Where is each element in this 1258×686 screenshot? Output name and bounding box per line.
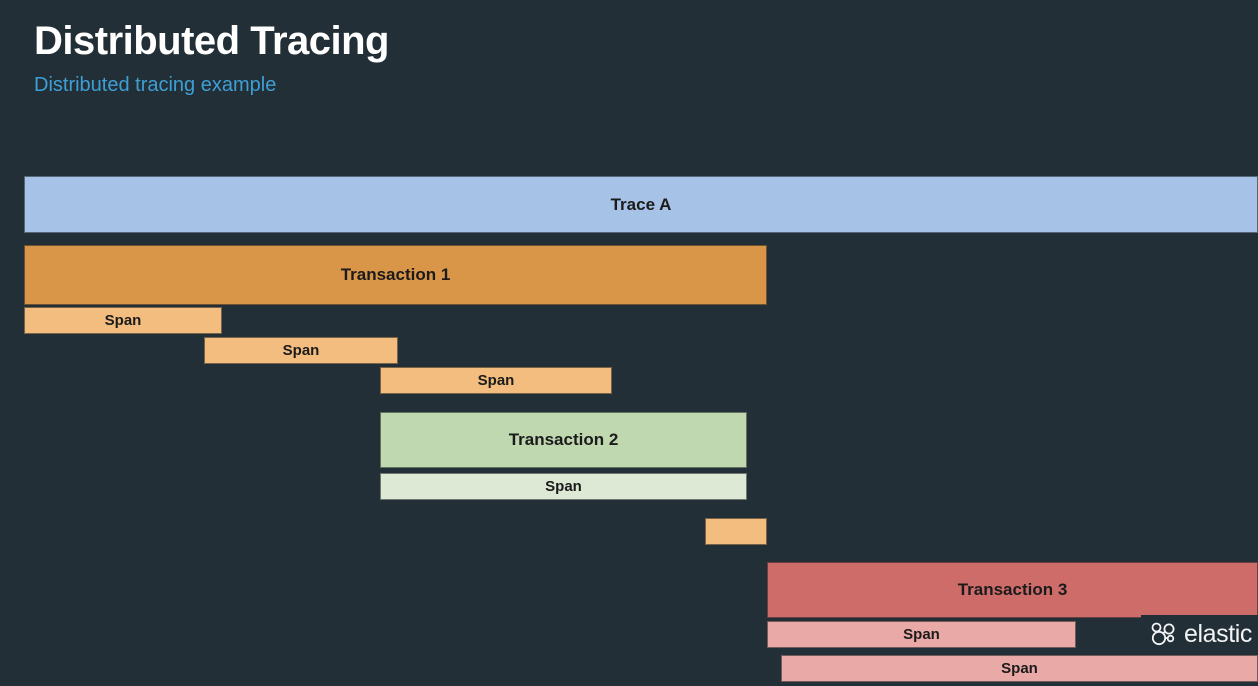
bar-label: Span xyxy=(477,372,515,389)
page-subtitle: Distributed tracing example xyxy=(34,74,277,96)
transaction-bar[interactable]: Transaction 3 xyxy=(767,562,1258,618)
transaction-bar[interactable]: Transaction 2 xyxy=(380,412,747,468)
span-bar[interactable]: Span xyxy=(781,655,1258,682)
bar-label: Span xyxy=(903,626,940,643)
transaction-bar[interactable]: Transaction 1 xyxy=(24,245,767,305)
span-bar[interactable]: Span xyxy=(380,367,612,394)
bar-label: Span xyxy=(104,312,142,329)
bar-label: Span xyxy=(282,342,320,359)
elastic-cluster-icon xyxy=(1149,621,1179,647)
header: Distributed Tracing Distributed tracing … xyxy=(34,20,934,96)
bar-label: Span xyxy=(545,478,582,495)
bar-label: Trace A xyxy=(610,194,672,214)
bar-label: Transaction 1 xyxy=(340,265,451,284)
span-bar[interactable]: Span xyxy=(204,337,398,364)
trace-bar[interactable]: Trace A xyxy=(24,176,1258,233)
span-bar[interactable]: Span xyxy=(767,621,1076,648)
span-bar[interactable]: Span xyxy=(24,307,222,334)
page-title: Distributed Tracing xyxy=(34,19,390,63)
span-bar[interactable]: Span xyxy=(380,473,747,500)
bar-label: Transaction 3 xyxy=(957,580,1068,599)
span-bar[interactable] xyxy=(705,518,767,545)
bar-label: Transaction 2 xyxy=(508,430,619,449)
bar-label: Span xyxy=(1001,660,1038,677)
elastic-logo: elastic xyxy=(1140,615,1258,653)
elastic-logo-text: elastic xyxy=(1183,619,1252,648)
